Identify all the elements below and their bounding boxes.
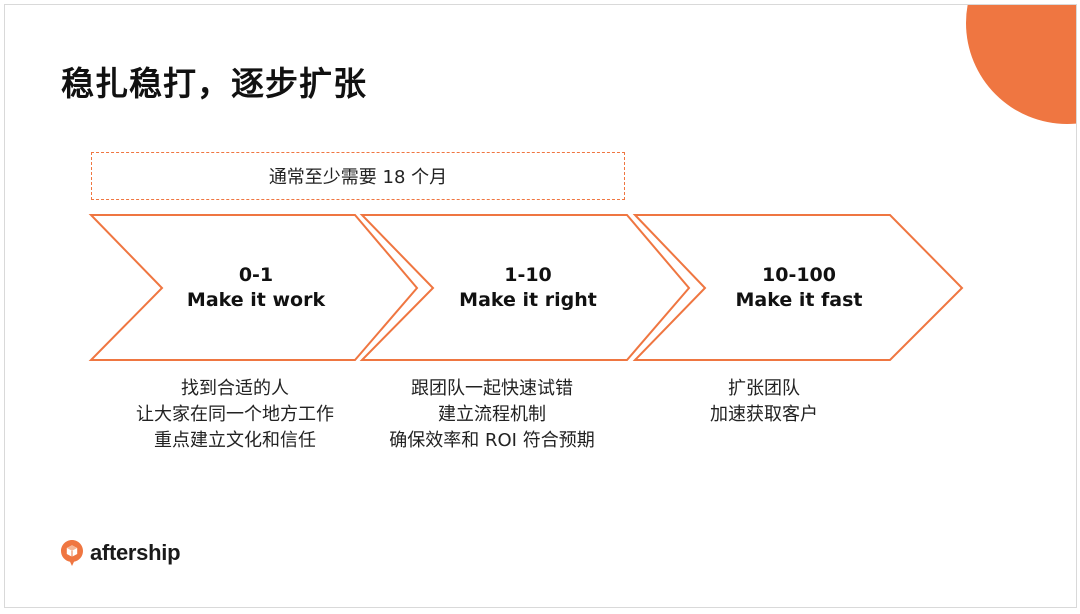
stage-detail-line: 重点建立文化和信任 (154, 430, 316, 451)
aftership-logo-icon (61, 540, 83, 566)
chevron-stage-2 (359, 214, 691, 361)
stage-label-2: 1-10 Make it right (418, 263, 638, 313)
chevron-stage-3 (632, 214, 964, 361)
aftership-logo: aftership (60, 539, 181, 567)
stage-motto: Make it right (459, 289, 597, 311)
stage-chevrons (88, 214, 964, 361)
stage-range: 10-100 (762, 264, 836, 286)
stage-detail-line: 找到合适的人 (181, 378, 289, 399)
stage-motto: Make it fast (735, 289, 863, 311)
slide: 稳扎稳打，逐步扩张 通常至少需要 18 个月 0-1 Make it work … (4, 4, 1077, 608)
stage-range: 0-1 (238, 264, 274, 286)
stage-motto: Make it work (186, 289, 326, 311)
duration-text: 通常至少需要 18 个月 (268, 167, 448, 188)
slide-title: 稳扎稳打，逐步扩张 (61, 64, 367, 103)
stage-label-3: 10-100 Make it fast (689, 263, 909, 313)
stage-detail-line: 确保效率和 ROI 符合预期 (389, 430, 595, 451)
stage-details-1: 找到合适的人 让大家在同一个地方工作 重点建立文化和信任 (95, 376, 375, 454)
stage-detail-line: 让大家在同一个地方工作 (136, 404, 334, 425)
stage-details-2: 跟团队一起快速试错 建立流程机制 确保效率和 ROI 符合预期 (352, 376, 632, 454)
stage-detail-line: 扩张团队 (728, 378, 800, 399)
stage-label-1: 0-1 Make it work (146, 263, 366, 313)
duration-box: 通常至少需要 18 个月 (91, 152, 625, 200)
stage-detail-line: 加速获取客户 (710, 404, 818, 425)
stage-range: 1-10 (504, 264, 552, 286)
stage-detail-line: 建立流程机制 (438, 404, 546, 425)
stage-detail-line: 跟团队一起快速试错 (411, 378, 573, 399)
chevron-stage-1 (88, 214, 419, 361)
stage-details-3: 扩张团队 加速获取客户 (624, 376, 904, 428)
logo-wordmark: aftership (90, 540, 181, 565)
